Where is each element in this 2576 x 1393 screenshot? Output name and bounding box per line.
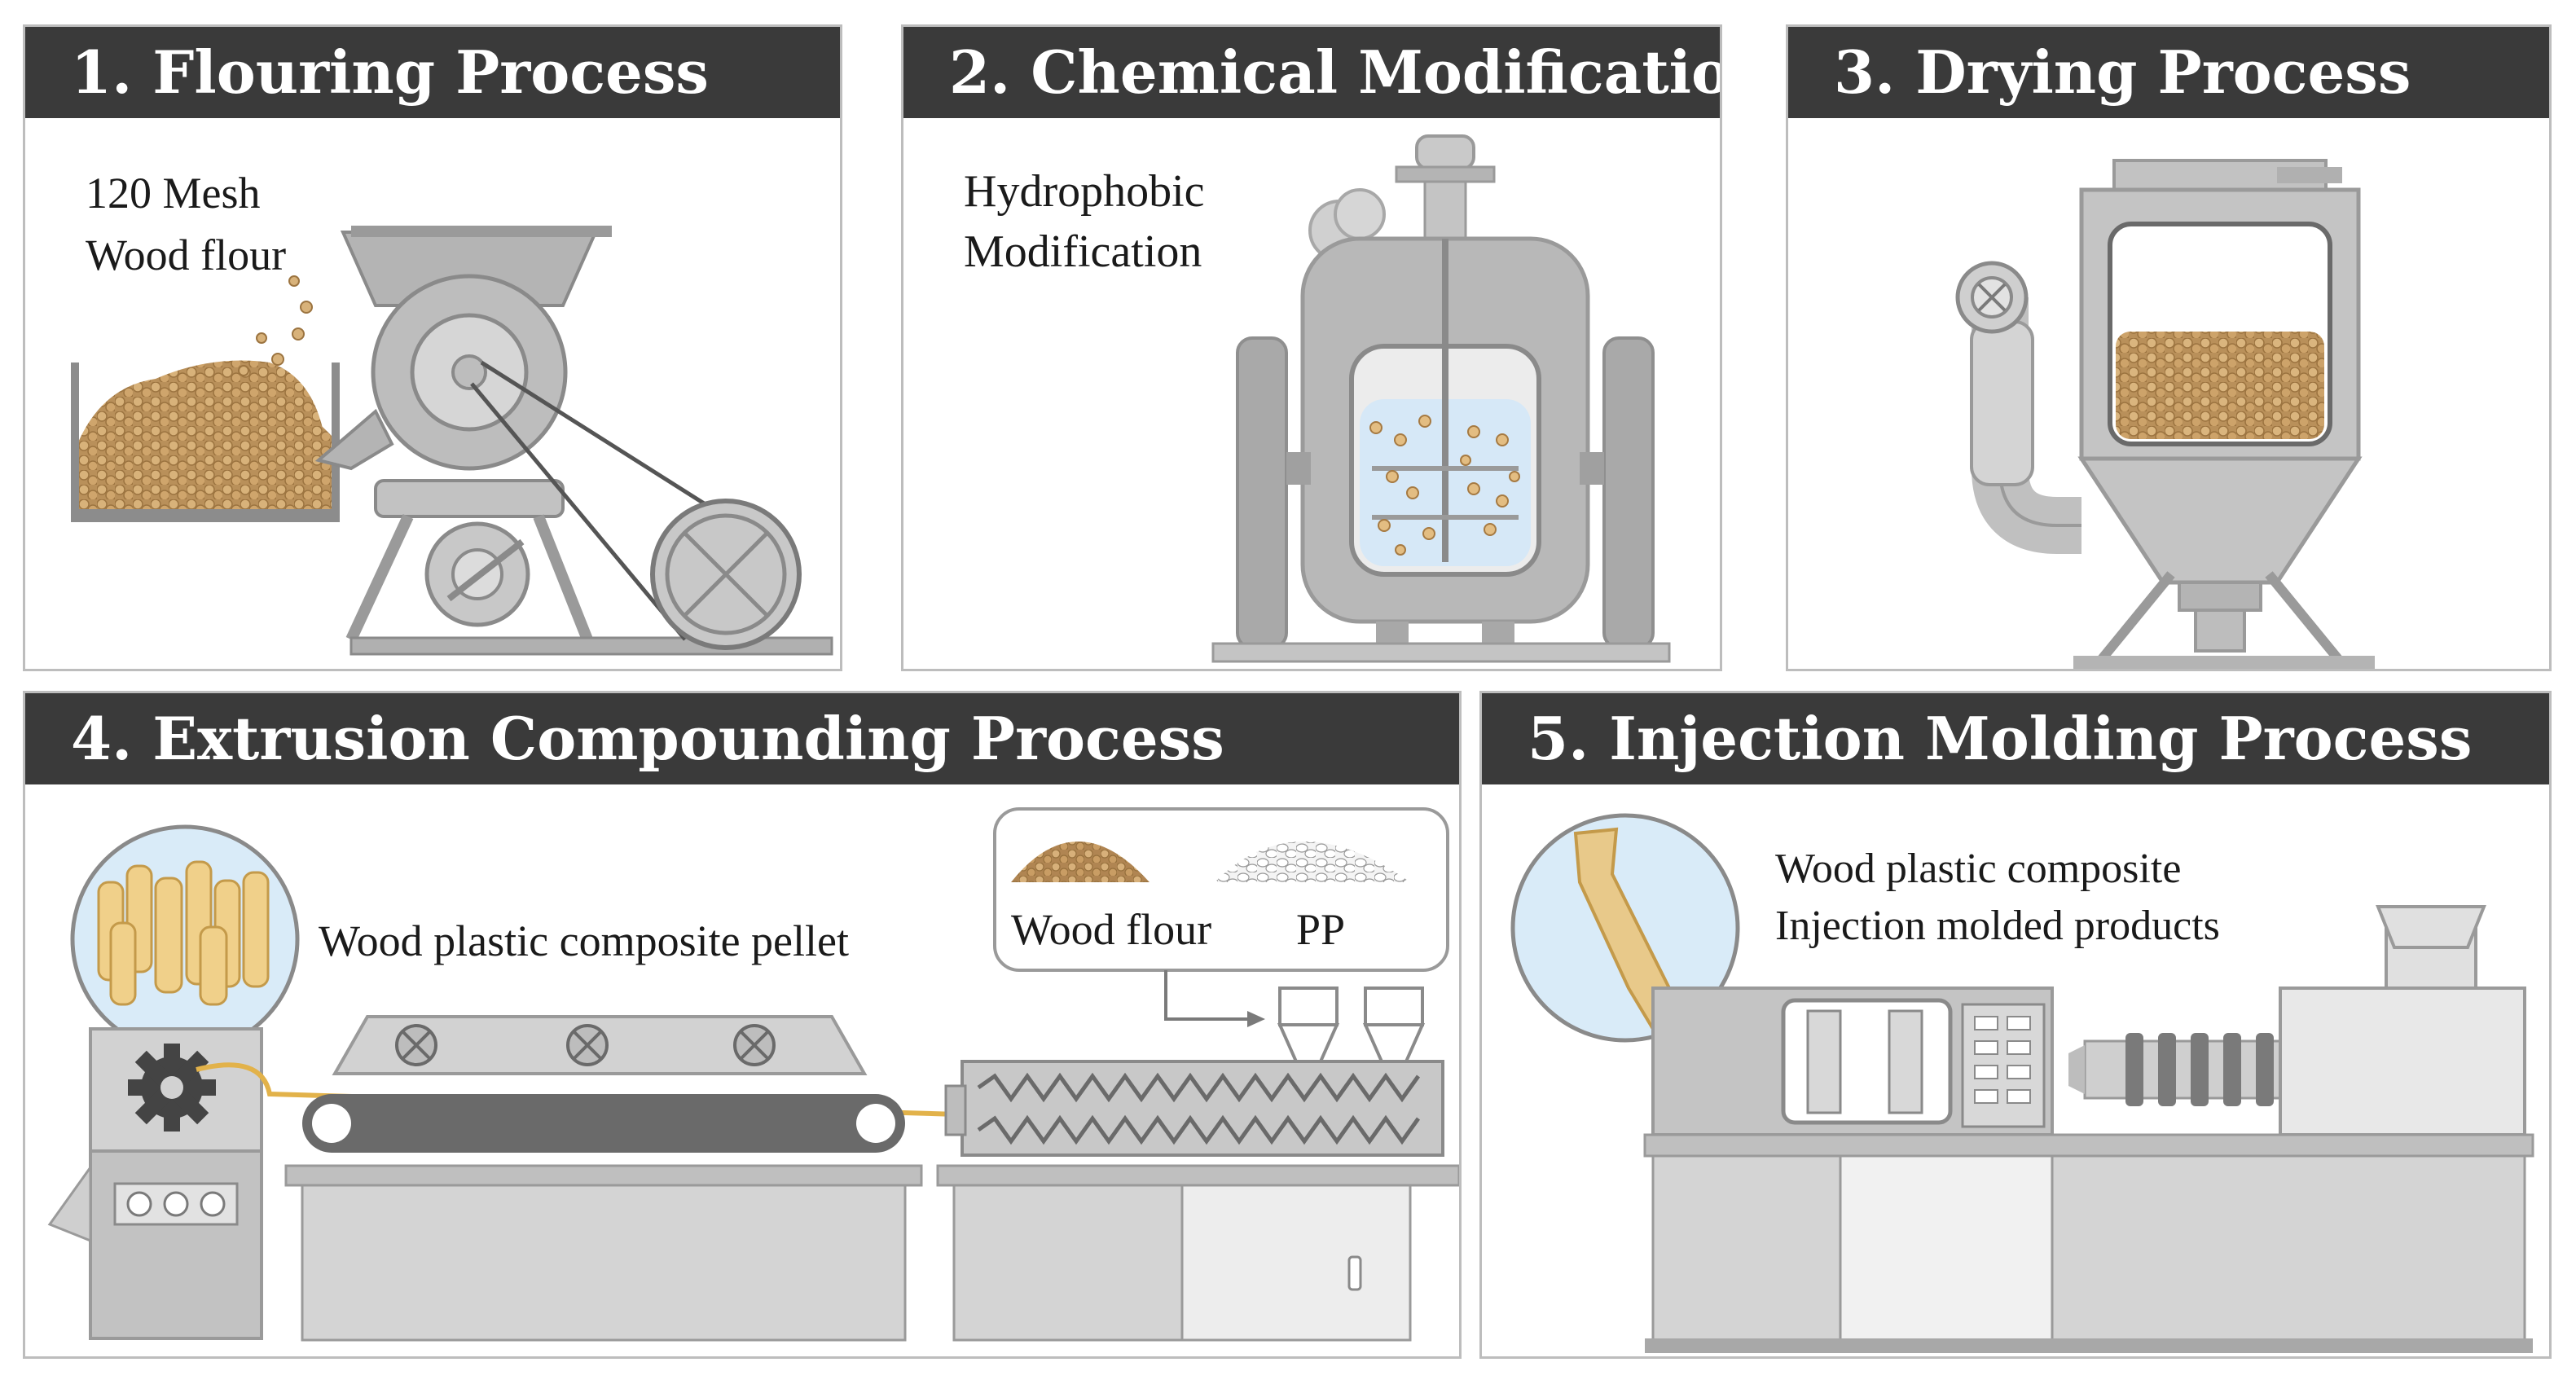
reactor-vessel — [1211, 134, 1671, 663]
hydrophobic-label: Hydrophobic — [964, 166, 1205, 217]
pellet-icon — [70, 824, 300, 1054]
composite-strand — [196, 1062, 959, 1117]
extrusion-line-illustration: Wood plastic composite pellet Wood flour… — [47, 807, 1459, 1342]
wood-flour-label: Wood flour — [86, 231, 286, 279]
injection-molding-title: 5. Injection Molding Process — [1482, 693, 2549, 784]
pp-material-label: PP — [1296, 905, 1345, 954]
modification-label: Modification — [964, 226, 1202, 277]
product-label-line2: Injection molded products — [1775, 903, 2220, 949]
feed-arrow — [1164, 970, 1247, 1021]
wood-flour-material-label: Wood flour — [1011, 905, 1211, 954]
flour-mill-illustration: 120 Mesh Wood flour — [71, 169, 833, 656]
flouring-process-panel: 1. Flouring Process 120 Mesh Wood flour — [23, 24, 842, 671]
pellet-label: Wood plastic composite pellet — [319, 916, 849, 965]
twin-screw-extruder — [936, 987, 1459, 1342]
chemical-modification-title: 2. Chemical Modification — [903, 27, 1720, 118]
molded-product-icon — [1510, 813, 1740, 1043]
flouring-process-title: 1. Flouring Process — [25, 27, 840, 118]
mesh-label: 120 Mesh — [86, 169, 261, 218]
product-label-line1: Wood plastic composite — [1775, 846, 2181, 892]
injection-molding-illustration: Wood plastic composite Injection molded … — [1510, 813, 2534, 1353]
raw-materials-callout — [993, 807, 1449, 972]
dryer-illustration — [1955, 159, 2375, 669]
drying-process-panel: 3. Drying Process — [1786, 24, 2552, 671]
cooling-conveyor — [284, 1015, 923, 1342]
extrusion-compounding-title: 4. Extrusion Compounding Process — [25, 693, 1459, 784]
wood-flour-tray — [71, 360, 340, 522]
hammer-mill — [314, 226, 833, 656]
injection-molding-panel: 5. Injection Molding Process Wood plasti… — [1479, 691, 2552, 1359]
drying-process-title: 3. Drying Process — [1788, 27, 2549, 118]
reactor-illustration: Hydrophobic Modification — [964, 134, 1671, 663]
chemical-modification-panel: 2. Chemical Modification Hydrophobic Mod… — [901, 24, 1722, 671]
extrusion-compounding-panel: 4. Extrusion Compounding Process — [23, 691, 1462, 1359]
pelletizer-machine — [47, 1027, 263, 1340]
hopper-dryer — [1955, 159, 2375, 669]
falling-particles — [238, 275, 313, 376]
injection-molding-machine — [1643, 905, 2534, 1353]
